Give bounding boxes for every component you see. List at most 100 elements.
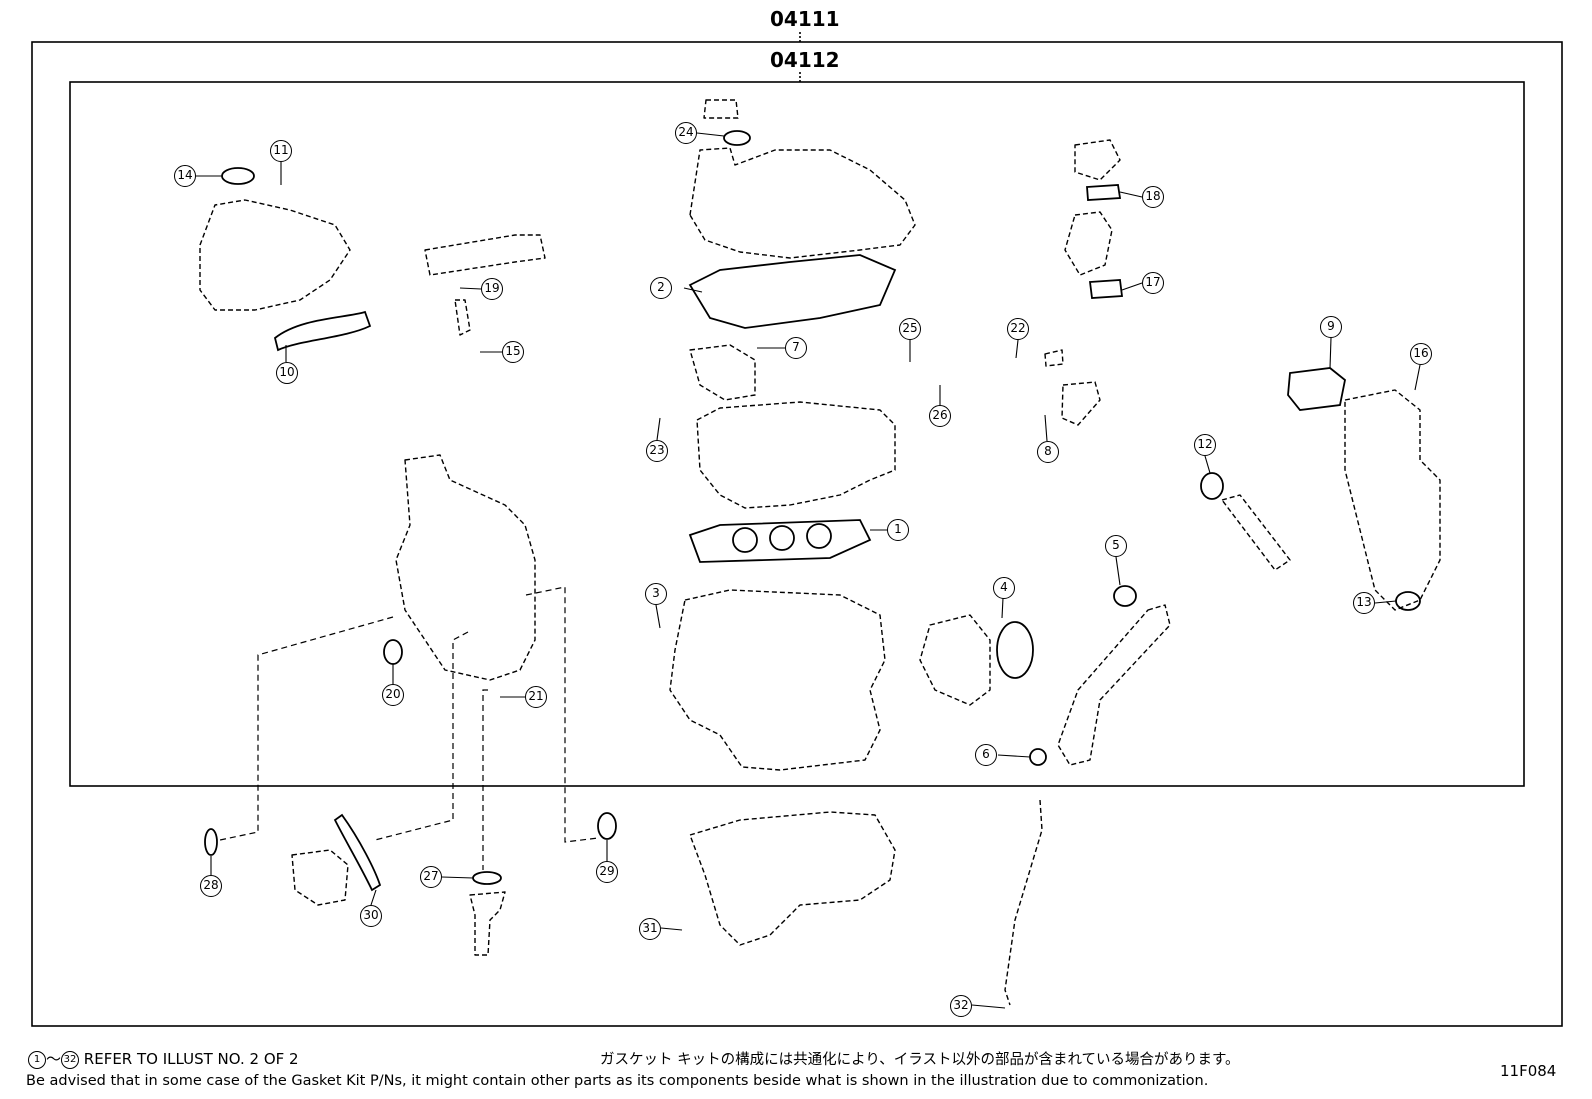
water-pump-gasket [333, 813, 382, 892]
callout-9: 9 [1320, 316, 1342, 338]
cylinder-head-gasket [688, 519, 872, 563]
leader-29 [525, 586, 599, 843]
leader-line-6 [997, 754, 1031, 758]
callout-3: 3 [645, 583, 667, 605]
water-temperature-sensor [1044, 349, 1064, 367]
callout-6: 6 [975, 744, 997, 766]
cam-seal-ring [723, 130, 751, 146]
front-seal [1200, 472, 1224, 500]
callout-32: 32 [950, 995, 972, 1017]
leader-line-27 [441, 876, 474, 879]
outer-kit-frame [31, 41, 1563, 1027]
callout-26: 26 [929, 405, 951, 427]
kit-number-inner: 04112 [770, 48, 840, 72]
callout-16: 16 [1410, 343, 1432, 365]
head-gasket-bore-2 [769, 525, 795, 551]
leader-line-18 [1119, 191, 1143, 198]
leader-line-4 [1001, 597, 1004, 619]
oil-level-gauge [1004, 799, 1043, 1006]
footer-refer-note: 1～32 REFER TO ILLUST NO. 2 OF 2 [28, 1048, 299, 1069]
callout-2: 2 [650, 277, 672, 299]
water-bypass-pipe [1057, 604, 1171, 766]
exhaust-pipe [1221, 494, 1291, 571]
leader-line-12 [1204, 455, 1211, 474]
timing-chain-cover [395, 454, 536, 681]
callout-5: 5 [1105, 535, 1127, 557]
callout-27: 27 [420, 866, 442, 888]
water-pump [291, 849, 349, 906]
cylinder-block [669, 589, 886, 771]
inner-kit-frame [69, 81, 1525, 787]
footer-range-end: 32 [61, 1050, 80, 1069]
callout-21: 21 [525, 686, 547, 708]
thermostat-gasket [1086, 184, 1122, 201]
footer-refer-text: REFER TO ILLUST NO. 2 OF 2 [83, 1050, 299, 1068]
rear-crank-seal [996, 621, 1034, 679]
callout-7: 7 [785, 337, 807, 359]
rear-oil-seal-retainer [919, 614, 991, 706]
fuel-delivery-pipe [424, 234, 546, 276]
water-outlet-housing [1074, 139, 1121, 181]
oil-filler-cap [703, 99, 739, 119]
callout-29: 29 [596, 861, 618, 883]
intake-manifold [199, 199, 351, 311]
bypass-gasket [1113, 585, 1137, 607]
footer-range-sep: ～ [46, 1050, 62, 1068]
intake-manifold-gasket [273, 310, 372, 352]
leader-28 [219, 616, 394, 841]
water-inlet-gasket [1088, 279, 1124, 299]
callout-18: 18 [1142, 186, 1164, 208]
callout-31: 31 [639, 918, 661, 940]
footer-range-start: 1 [28, 1050, 46, 1069]
callout-23: 23 [646, 440, 668, 462]
head-gasket-bore-1 [732, 527, 758, 553]
callout-25: 25 [899, 318, 921, 340]
leader-line-22 [1015, 339, 1019, 359]
oil-pan [689, 811, 896, 946]
leader-line-17 [1121, 282, 1143, 291]
callout-4: 4 [993, 577, 1015, 599]
callout-17: 17 [1142, 272, 1164, 294]
cylinder-head [696, 401, 896, 509]
leader-line-3 [655, 604, 661, 629]
kit-number-outer: 04111 [770, 7, 840, 31]
callout-13: 13 [1353, 592, 1375, 614]
illustration-code: 11F084 [1500, 1062, 1557, 1080]
leader-line-32 [971, 1004, 1006, 1009]
callout-20: 20 [382, 684, 404, 706]
head-cover-gasket [688, 254, 897, 329]
oil-strainer-gasket [472, 871, 502, 885]
leader-line-5 [1115, 556, 1121, 586]
callout-1: 1 [887, 519, 909, 541]
leader-line-30 [370, 889, 377, 906]
leader-line-31 [660, 927, 683, 931]
cam-position-sensor [1061, 381, 1101, 426]
callout-15: 15 [502, 341, 524, 363]
callout-24: 24 [675, 122, 697, 144]
seal-ring-29 [597, 812, 617, 840]
cylinder-head-cover [689, 147, 916, 259]
leader-line-8 [1044, 414, 1048, 442]
callout-30: 30 [360, 905, 382, 927]
leader-line-23 [656, 417, 661, 441]
leader-27 [482, 689, 488, 870]
leader-line-2 [683, 287, 703, 293]
camshaft-bearing-cap [689, 344, 756, 401]
footer-english-note: Be advised that in some case of the Gask… [26, 1073, 1209, 1089]
callout-10: 10 [276, 362, 298, 384]
callout-19: 19 [481, 278, 503, 300]
callout-8: 8 [1037, 441, 1059, 463]
exhaust-manifold-gasket [1287, 367, 1346, 411]
callout-28: 28 [200, 875, 222, 897]
leader-line-9 [1329, 337, 1332, 369]
callout-12: 12 [1194, 434, 1216, 456]
exhaust-manifold-converter [1344, 389, 1441, 611]
footer-japanese-note: ガスケット キットの構成には共通化により、イラスト以外の部品が含まれている場合が… [600, 1052, 1240, 1068]
intake-gasket-ring [221, 167, 255, 185]
leader-line-16 [1414, 364, 1421, 391]
callout-22: 22 [1007, 318, 1029, 340]
seal-ring-28 [204, 828, 218, 856]
timing-seal [383, 639, 403, 665]
callout-11: 11 [270, 140, 292, 162]
